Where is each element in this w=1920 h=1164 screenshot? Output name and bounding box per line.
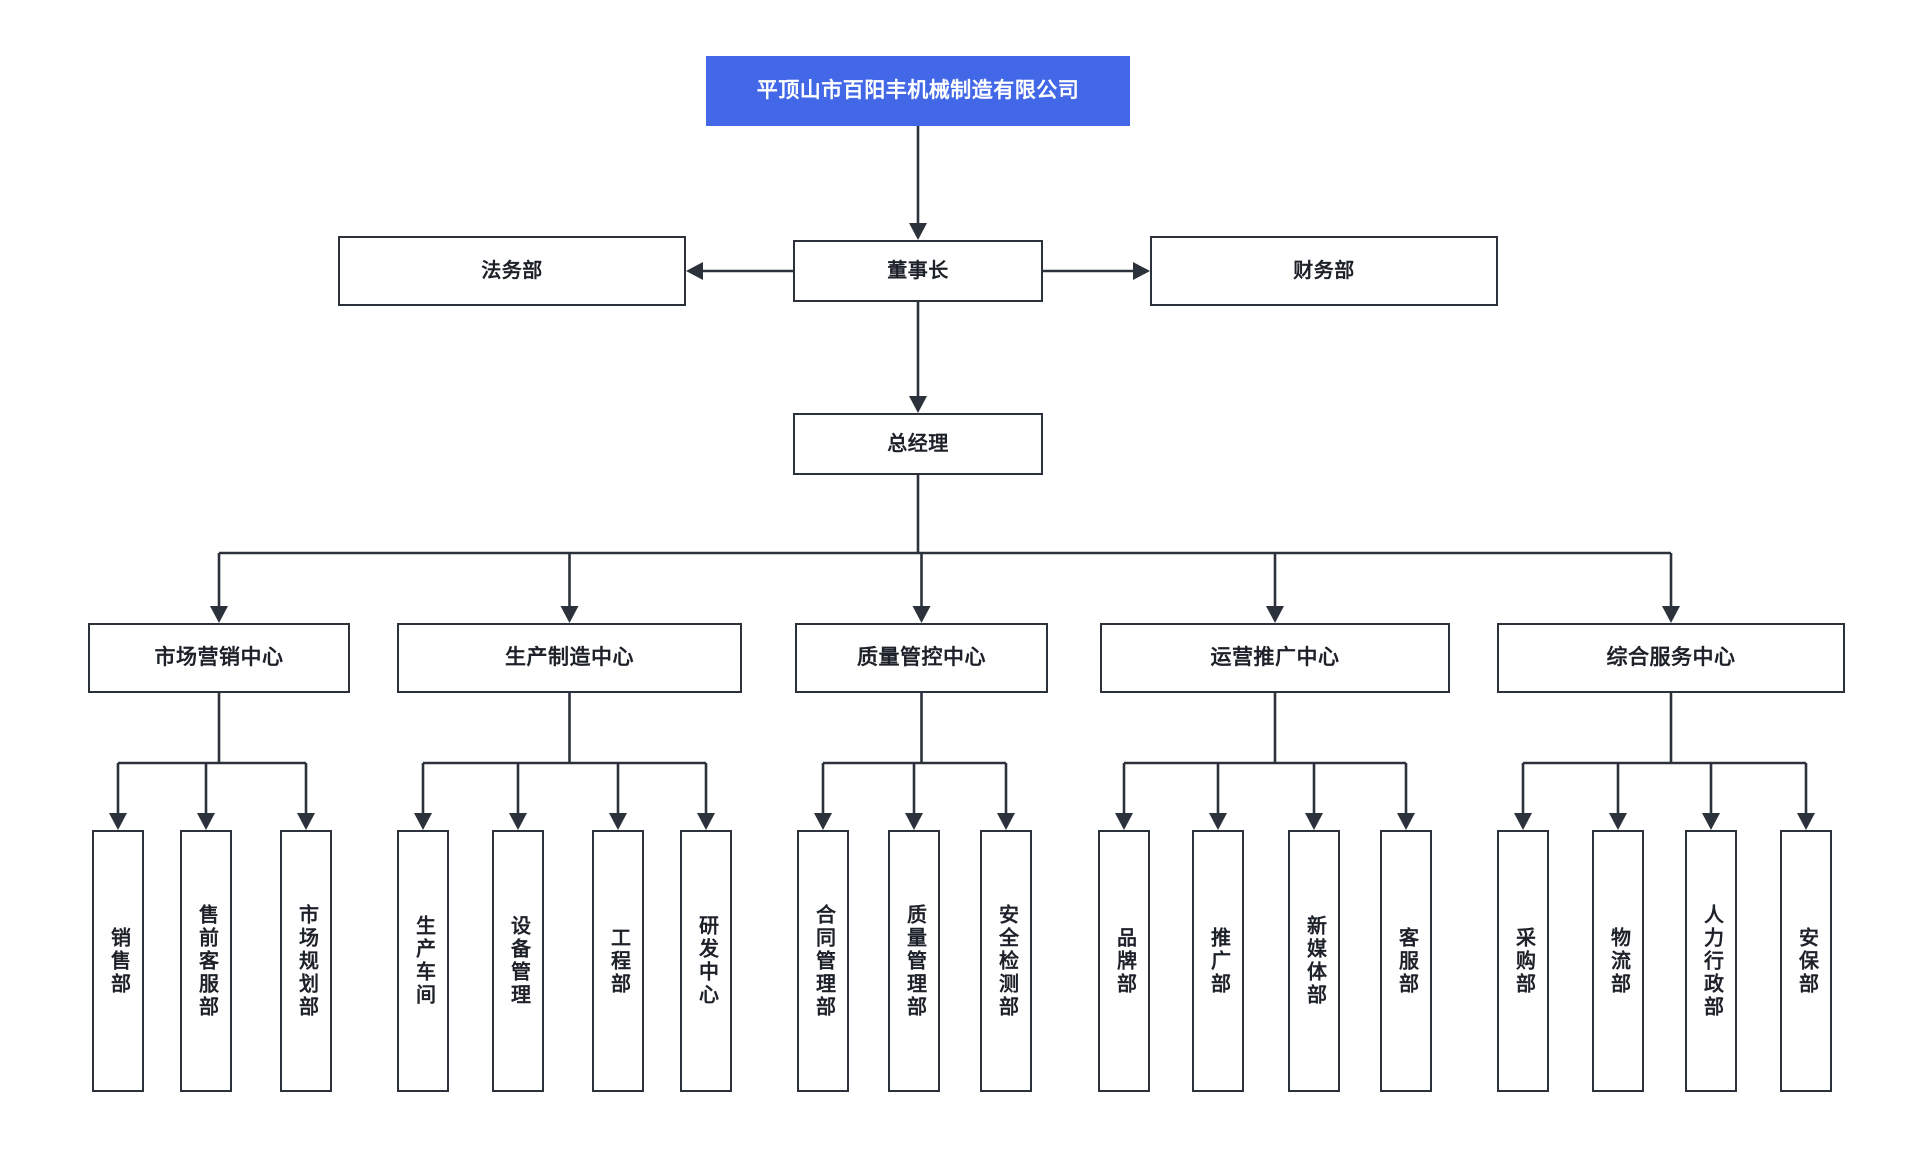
node-label-general-manager: 总经理: [887, 432, 949, 455]
arrowhead-bus-to-center-1: [560, 606, 579, 623]
node-center-5[interactable]: 综合服务中心: [1497, 623, 1845, 693]
arrowhead-subbus-to-leaf-4-0: [1514, 813, 1532, 830]
node-label-department-3-1: 合同管理部: [812, 903, 835, 1019]
arrowhead-subbus-to-leaf-3-2: [1305, 813, 1323, 830]
node-label-department-2-2: 设备管理: [507, 915, 530, 1007]
node-label-department-5-3: 人力行政部: [1700, 903, 1723, 1019]
node-department-3-2[interactable]: 质量管理部: [888, 830, 940, 1092]
arrowhead-subbus-to-leaf-2-2: [997, 813, 1015, 830]
node-department-5-3[interactable]: 人力行政部: [1685, 830, 1737, 1092]
arrowhead-subbus-to-leaf-1-3: [697, 813, 715, 830]
arrowhead-bus-to-center-2: [912, 606, 931, 623]
node-center-4[interactable]: 运营推广中心: [1100, 623, 1450, 693]
node-label-department-5-4: 安保部: [1795, 926, 1818, 996]
node-label-department-2-3: 工程部: [607, 926, 630, 996]
arrowhead-subbus-to-leaf-3-3: [1397, 813, 1415, 830]
arrowhead-subbus-to-leaf-1-1: [509, 813, 527, 830]
node-department-4-4[interactable]: 客服部: [1380, 830, 1432, 1092]
arrowhead-subbus-to-leaf-0-2: [297, 813, 315, 830]
arrowhead-subbus-to-leaf-3-1: [1209, 813, 1227, 830]
arrowhead-subbus-to-leaf-1-2: [609, 813, 627, 830]
node-label-department-4-3: 新媒体部: [1303, 915, 1326, 1007]
arrowhead-subbus-to-leaf-0-0: [109, 813, 127, 830]
node-department-2-1[interactable]: 生产车间: [397, 830, 449, 1092]
arrowhead-chairman-to-gm: [909, 396, 927, 413]
node-label-legal-department: 法务部: [481, 259, 543, 282]
arrowhead-bus-to-center-4: [1662, 606, 1680, 623]
node-department-1-1[interactable]: 销售部: [92, 830, 144, 1092]
node-department-2-3[interactable]: 工程部: [592, 830, 644, 1092]
node-label-department-3-3: 安全检测部: [995, 903, 1018, 1019]
node-label-center-1: 市场营销中心: [154, 645, 284, 669]
arrowhead-subbus-to-leaf-4-3: [1797, 813, 1815, 830]
node-department-4-1[interactable]: 品牌部: [1098, 830, 1150, 1092]
node-label-center-4: 运营推广中心: [1210, 645, 1340, 669]
arrowhead-bus-to-center-0: [210, 606, 228, 623]
arrowhead-subbus-to-leaf-2-1: [905, 813, 923, 830]
node-label-department-3-2: 质量管理部: [903, 903, 926, 1019]
node-center-2[interactable]: 生产制造中心: [397, 623, 742, 693]
node-chairman[interactable]: 董事长: [793, 240, 1043, 302]
arrowhead-subbus-to-leaf-3-0: [1115, 813, 1133, 830]
node-label-center-3: 质量管控中心: [857, 645, 986, 669]
node-department-4-2[interactable]: 推广部: [1192, 830, 1244, 1092]
node-label-department-1-1: 销售部: [107, 926, 130, 996]
node-label-department-2-1: 生产车间: [412, 915, 435, 1007]
node-label-department-2-4: 研发中心: [695, 915, 718, 1007]
node-general-manager[interactable]: 总经理: [793, 413, 1043, 475]
node-label-center-5: 综合服务中心: [1606, 645, 1736, 669]
node-label-department-4-2: 推广部: [1207, 926, 1230, 996]
node-department-5-1[interactable]: 采购部: [1497, 830, 1549, 1092]
node-department-4-3[interactable]: 新媒体部: [1288, 830, 1340, 1092]
node-legal-department[interactable]: 法务部: [338, 236, 686, 306]
arrowhead-subbus-to-leaf-0-1: [197, 813, 215, 830]
node-label-company-root: 平顶山市百阳丰机械制造有限公司: [756, 78, 1080, 102]
node-department-5-2[interactable]: 物流部: [1592, 830, 1644, 1092]
arrowhead-bus-to-center-3: [1266, 606, 1284, 623]
node-department-1-2[interactable]: 售前客服部: [180, 830, 232, 1092]
node-label-finance-department: 财务部: [1293, 259, 1355, 282]
node-department-5-4[interactable]: 安保部: [1780, 830, 1832, 1092]
node-department-3-1[interactable]: 合同管理部: [797, 830, 849, 1092]
node-center-1[interactable]: 市场营销中心: [88, 623, 350, 693]
node-company-root[interactable]: 平顶山市百阳丰机械制造有限公司: [706, 56, 1130, 126]
node-department-3-3[interactable]: 安全检测部: [980, 830, 1032, 1092]
node-department-2-4[interactable]: 研发中心: [680, 830, 732, 1092]
node-finance-department[interactable]: 财务部: [1150, 236, 1498, 306]
arrowhead-chairman-to-legal: [686, 262, 703, 280]
node-label-chairman: 董事长: [887, 259, 949, 282]
arrowhead-subbus-to-leaf-1-0: [414, 813, 432, 830]
arrowhead-subbus-to-leaf-2-0: [814, 813, 832, 830]
node-label-department-5-2: 物流部: [1607, 926, 1630, 996]
node-department-2-2[interactable]: 设备管理: [492, 830, 544, 1092]
arrowhead-subbus-to-leaf-4-1: [1609, 813, 1627, 830]
node-label-department-1-3: 市场规划部: [295, 903, 318, 1019]
node-center-3[interactable]: 质量管控中心: [795, 623, 1048, 693]
node-label-department-5-1: 采购部: [1512, 926, 1535, 996]
node-label-department-4-1: 品牌部: [1113, 926, 1136, 996]
node-department-1-3[interactable]: 市场规划部: [280, 830, 332, 1092]
arrowhead-chairman-to-finance: [1133, 262, 1150, 280]
node-label-department-4-4: 客服部: [1395, 926, 1418, 996]
node-label-center-2: 生产制造中心: [505, 645, 634, 669]
node-label-department-1-2: 售前客服部: [195, 903, 218, 1019]
arrowhead-company-to-chairman: [909, 223, 927, 240]
arrowhead-subbus-to-leaf-4-2: [1702, 813, 1720, 830]
